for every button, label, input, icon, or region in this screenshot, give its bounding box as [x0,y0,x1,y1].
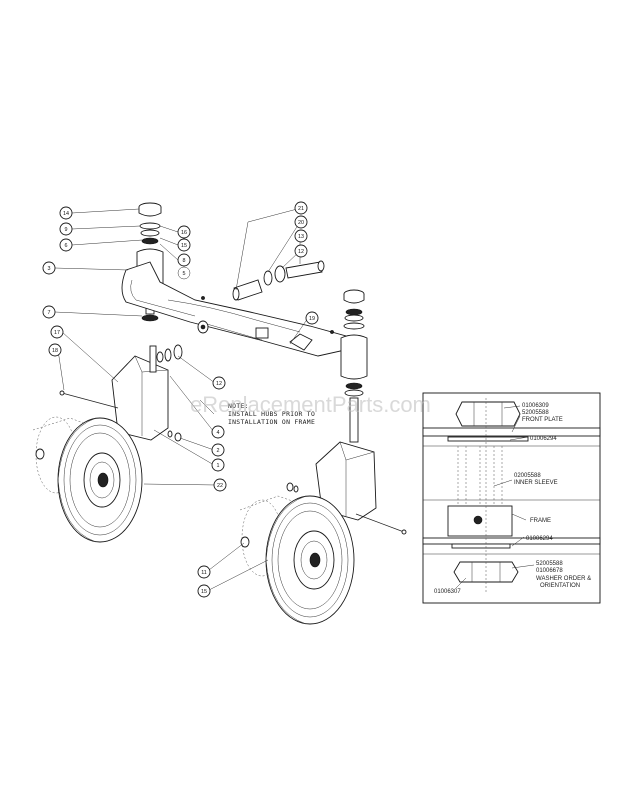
front-axle-frame [121,261,347,357]
callout-9: 9 [59,222,73,236]
callout-7: 7 [42,305,56,319]
callout-leaders [54,207,309,591]
callout-22: 22 [213,478,227,492]
svg-text:5: 5 [183,271,186,277]
callout-21: 21 [294,201,308,215]
detail-label-01006309: 01006309 [522,403,549,409]
detail-label-01006294: 01006294 [530,436,557,442]
svg-text:2: 2 [217,448,220,454]
detail-label-orientation: ORIENTATION [540,583,580,589]
svg-text:22: 22 [217,483,223,489]
callout-13: 13 [294,229,308,243]
detail-label-01006307: 01006307 [434,589,461,595]
svg-text:20: 20 [298,220,304,226]
callout-17: 17 [50,325,64,339]
svg-text:1: 1 [217,463,220,469]
callout-15: 15 [177,238,191,252]
svg-text:16: 16 [181,230,187,236]
detail-label-01006678: 01006678 [536,568,563,574]
svg-text:15: 15 [181,243,187,249]
svg-text:9: 9 [65,227,68,233]
note-line-1: NOTE: [228,402,249,410]
callout-18: 18 [48,343,62,357]
callout-12-top: 12 [294,244,308,258]
right-caster-assembly [239,289,407,625]
callout-12-mid: 12 [212,376,226,390]
watermark: eReplacementParts.com [190,392,431,417]
detail-label-02005588: 02005588 [514,473,541,479]
svg-text:14: 14 [63,211,69,217]
detail-label-frame: FRAME [530,518,551,524]
svg-text:11: 11 [201,570,207,576]
callout-3: 3 [42,261,56,275]
washer-order-detail: 01006309 52005588 FRONT PLATE 01006294 0… [422,392,601,604]
svg-text:12: 12 [298,249,304,255]
svg-text:12: 12 [216,381,222,387]
callout-14: 14 [59,206,73,220]
detail-label-52005588: 52005588 [522,410,549,416]
note-line-3: INSTALLATION ON FRAME [228,418,315,426]
svg-text:18: 18 [52,348,58,354]
install-note: NOTE: INSTALL HUBS PRIOR TO INSTALLATION… [228,402,315,426]
callout-8: 8 [177,253,191,267]
detail-label-washer-order: WASHER ORDER & [536,576,591,582]
svg-text:3: 3 [48,266,51,272]
svg-text:19: 19 [309,316,315,322]
callout-15-bottom: 15 [197,584,211,598]
callout-1: 1 [211,458,225,472]
callout-bubbles: 14 9 6 3 7 17 18 16 15 8 5 21 20 13 12 1… [42,201,319,598]
callout-2: 2 [211,443,225,457]
svg-text:15: 15 [201,589,207,595]
callout-6: 6 [59,238,73,252]
detail-label-front-plate: FRONT PLATE [522,417,563,423]
bracket-bolt-group [232,260,325,301]
callout-20: 20 [294,215,308,229]
svg-text:4: 4 [217,430,220,436]
detail-label-01006294-lower: 01006294 [526,536,553,542]
svg-text:8: 8 [183,258,186,264]
callout-5: 5 [177,266,191,280]
callout-19: 19 [305,311,319,325]
callout-11: 11 [197,565,211,579]
svg-text:17: 17 [54,330,60,336]
detail-label-52005588-lower: 52005588 [536,561,563,567]
callout-4: 4 [211,425,225,439]
svg-text:21: 21 [298,206,304,212]
svg-text:6: 6 [65,243,68,249]
svg-text:7: 7 [48,310,51,316]
svg-text:13: 13 [298,234,304,240]
detail-label-inner-sleeve: INNER SLEEVE [514,480,558,486]
note-line-2: INSTALL HUBS PRIOR TO [228,410,315,418]
callout-16: 16 [177,225,191,239]
